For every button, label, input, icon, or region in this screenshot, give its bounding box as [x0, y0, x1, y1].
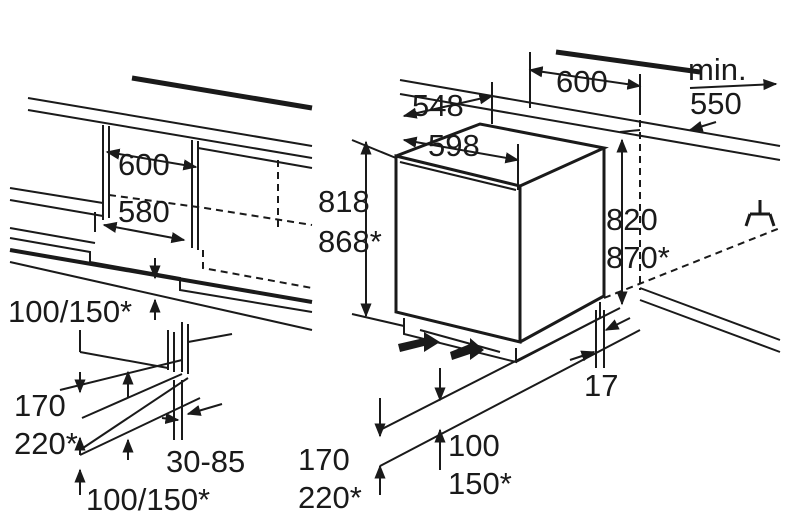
dim-depth-600 [528, 66, 642, 90]
worktop-edge [131, 75, 313, 111]
label-niche-height-b: 870* [606, 240, 670, 275]
label-appliance-height-a: 818 [318, 184, 370, 219]
label-plinth-height-bottom: 100/150* [86, 482, 210, 517]
label-appliance-height-b: 868* [318, 224, 382, 259]
label-min: min. [688, 52, 747, 87]
appliance-front [394, 154, 522, 344]
dim-depth-548 [402, 93, 494, 119]
label-depth-overall: 600 [556, 64, 608, 99]
right-appliance-view [351, 49, 781, 495]
label-plinth-height-b: 150* [448, 466, 512, 501]
label-min-depth: 550 [690, 86, 742, 121]
floor-line [9, 248, 313, 304]
label-cabinet-width: 600 [118, 147, 170, 182]
dim-width-598 [402, 136, 520, 164]
top-rail-1 [399, 79, 781, 147]
label-height-a: 170 [14, 388, 66, 423]
dim-cutout-width [102, 221, 186, 244]
label-foot-height-b: 220* [298, 480, 362, 515]
worktop-front-bottom [27, 109, 313, 159]
airflow-arrows [398, 332, 484, 360]
floor-line-right [379, 307, 621, 431]
label-plinth-offset: 17 [584, 368, 618, 403]
dim-cabinet-width [105, 148, 198, 171]
left-cabinet-view [9, 75, 313, 495]
arrow-icon [398, 332, 440, 352]
appliance-side [519, 148, 606, 344]
top-worktop-edge [555, 49, 701, 75]
label-appliance-depth: 548 [412, 88, 464, 123]
label-plinth-height-top: 100/150* [8, 294, 132, 329]
label-appliance-width: 598 [428, 128, 480, 163]
worktop-front-top [27, 97, 313, 147]
label-niche-height-a: 820 [606, 202, 658, 237]
arrow-icon [450, 338, 484, 360]
dimension-labels: 600 580 100/150* 170 220* 30-85 100/150*… [8, 52, 747, 517]
label-cutout-width: 580 [118, 194, 170, 229]
label-plinth-height-a: 100 [448, 428, 500, 463]
tap-icon [744, 200, 776, 227]
label-foot-height-a: 170 [298, 442, 350, 477]
label-plinth-depth: 30-85 [166, 444, 245, 479]
label-height-b: 220* [14, 426, 78, 461]
